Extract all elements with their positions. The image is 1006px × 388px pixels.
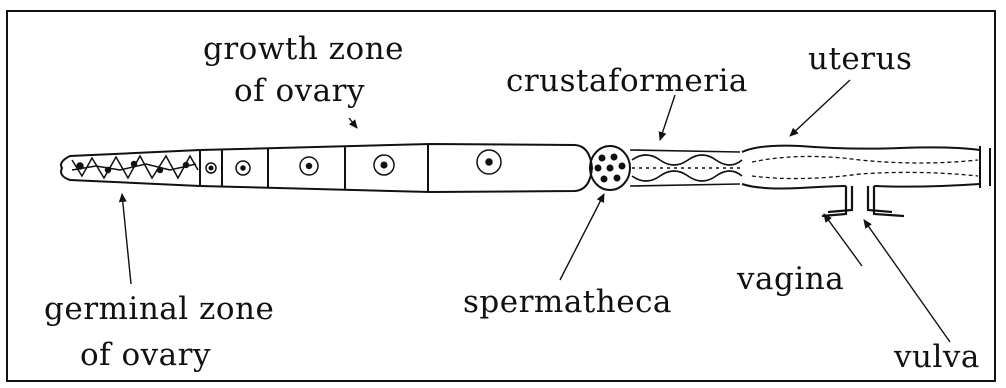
oocyte-nuclei — [206, 150, 501, 175]
arrow-uterus — [790, 80, 850, 136]
label-vulva: vulva — [894, 338, 980, 376]
arrow-growth-zone — [349, 118, 357, 128]
arrow-vagina — [824, 214, 862, 266]
ovary-tube — [61, 144, 592, 192]
crustaformeria-structure — [630, 150, 742, 186]
label-vagina: vagina — [737, 260, 844, 298]
label-growth-zone-line2: of ovary — [234, 72, 365, 110]
arrow-crustaformeria — [660, 95, 675, 140]
spermatheca-structure — [590, 146, 630, 190]
germinal-zone-cells — [72, 156, 198, 178]
label-growth-zone-line1: growth zone — [203, 30, 404, 68]
label-spermatheca: spermatheca — [463, 283, 672, 321]
label-uterus: uterus — [808, 40, 912, 78]
arrow-germinal-zone — [122, 194, 131, 284]
vagina-vulva-structure — [822, 186, 904, 216]
label-crustaformeria: crustaformeria — [506, 62, 748, 100]
label-germinal-zone-line1: germinal zone — [44, 290, 274, 328]
arrow-vulva — [864, 220, 950, 342]
uterus-structure — [742, 146, 990, 189]
arrow-spermatheca — [560, 194, 604, 280]
label-germinal-zone-line2: of ovary — [80, 336, 211, 374]
